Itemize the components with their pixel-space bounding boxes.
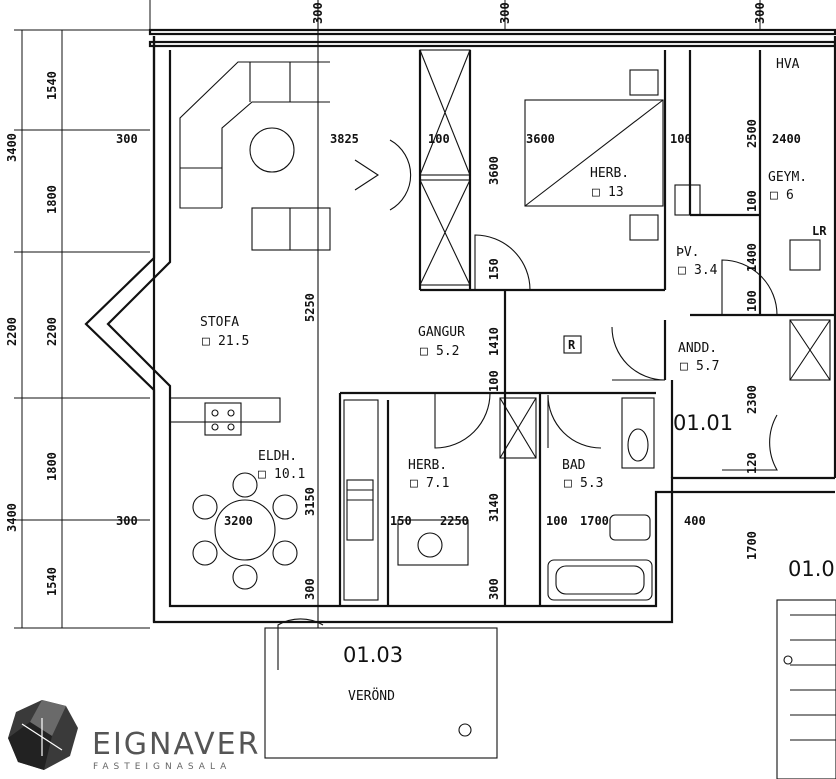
area-symbol-herb-bottom: □ bbox=[410, 476, 418, 491]
dining-table bbox=[192, 472, 298, 590]
dim-120: 120 bbox=[745, 452, 759, 474]
dim-100-b: 100 bbox=[670, 132, 692, 146]
dim-100-vertical: 100 bbox=[745, 190, 759, 212]
dim-top-300-c: 300 bbox=[753, 2, 767, 24]
kitchen-counter bbox=[169, 397, 379, 601]
dim-1400: 1400 bbox=[745, 243, 759, 272]
dim-3600-vertical: 3600 bbox=[487, 156, 501, 185]
sofa bbox=[179, 61, 331, 251]
dim-stofa-300: 300 bbox=[116, 132, 138, 146]
dim-2250: 2250 bbox=[440, 514, 469, 528]
dim-3140: 3140 bbox=[487, 493, 501, 522]
dim-left-2200-a: 2200 bbox=[5, 317, 19, 346]
dim-left-2200-b: 2200 bbox=[45, 317, 59, 346]
dim-2300: 2300 bbox=[745, 385, 759, 414]
room-name-geym: GEYM. bbox=[768, 170, 807, 185]
dim-left-1800-top: 1800 bbox=[45, 185, 59, 214]
dim-top-300-b: 300 bbox=[498, 2, 512, 24]
area-symbol-hv: □ bbox=[678, 263, 686, 278]
logo-name: EIGNAVER bbox=[92, 727, 260, 762]
dim-top-300-a: 300 bbox=[311, 2, 325, 24]
room-area-andd: 5.7 bbox=[696, 359, 719, 374]
dim-400: 400 bbox=[684, 514, 706, 528]
dim-1700-vertical: 1700 bbox=[745, 531, 759, 560]
room-area-geym: 6 bbox=[786, 188, 794, 203]
wardrobes bbox=[419, 49, 831, 459]
room-name-andd: ANDD. bbox=[678, 341, 717, 356]
bed bbox=[524, 69, 664, 241]
dim-left-3400-bottom: 3400 bbox=[5, 503, 19, 532]
dim-100-c: 100 bbox=[745, 290, 759, 312]
area-symbol-andd: □ bbox=[680, 359, 688, 374]
unit-number-main: 01.01 bbox=[673, 411, 733, 435]
dim-left-1540-bottom: 1540 bbox=[45, 567, 59, 596]
radiator-marker: R bbox=[568, 338, 576, 352]
dim-100-e: 100 bbox=[546, 514, 568, 528]
room-area-eldh: 10.1 bbox=[274, 467, 305, 482]
dim-150-b: 150 bbox=[390, 514, 412, 528]
radiator-marker-box bbox=[563, 335, 582, 354]
dim-150: 150 bbox=[487, 258, 501, 280]
dim-2400: 2400 bbox=[772, 132, 801, 146]
dim-2500: 2500 bbox=[745, 119, 759, 148]
dim-100-d: 100 bbox=[487, 370, 501, 392]
room-area-bad: 5.3 bbox=[580, 476, 603, 491]
room-name-gangur: GANGUR bbox=[418, 325, 465, 340]
room-name-hv: ÞV. bbox=[676, 245, 699, 260]
dim-left-1540-top: 1540 bbox=[45, 71, 59, 100]
room-name-verond: VERÖND bbox=[348, 687, 395, 704]
dim-eldh-300: 300 bbox=[116, 514, 138, 528]
room-area-herb-top: 13 bbox=[608, 185, 624, 200]
unit-number-terrace: 01.03 bbox=[343, 643, 403, 667]
eignaver-logo: EIGNAVER FASTEIGNASALA bbox=[8, 700, 260, 772]
terrace bbox=[264, 599, 836, 779]
room-name-herb-top: HERB. bbox=[590, 166, 629, 181]
dim-1410: 1410 bbox=[487, 327, 501, 356]
room-name-eldh: ELDH. bbox=[258, 449, 297, 464]
exterior-walls bbox=[84, 28, 836, 624]
bathroom-fixtures bbox=[397, 184, 821, 601]
left-dimension-rails bbox=[14, 29, 150, 629]
room-name-bad: BAD bbox=[562, 458, 586, 473]
room-area-stofa: 21.5 bbox=[218, 334, 249, 349]
dim-bottom-300-a: 300 bbox=[303, 578, 317, 600]
room-area-hv: 3.4 bbox=[694, 263, 718, 278]
area-symbol-geym: □ bbox=[770, 188, 778, 203]
dim-bottom-300-b: 300 bbox=[487, 578, 501, 600]
dim-3150: 3150 bbox=[303, 487, 317, 516]
room-name-stofa: STOFA bbox=[200, 315, 239, 330]
logo-tagline: FASTEIGNASALA bbox=[93, 762, 231, 772]
doors bbox=[277, 139, 778, 670]
dim-1700: 1700 bbox=[580, 514, 609, 528]
room-name-hva: HVA bbox=[776, 57, 800, 72]
dim-3600: 3600 bbox=[526, 132, 555, 146]
area-symbol-eldh: □ bbox=[258, 467, 266, 482]
top-dimension-ticks bbox=[149, 0, 761, 30]
dim-left-3400-top: 3400 bbox=[5, 133, 19, 162]
area-symbol-stofa: □ bbox=[202, 334, 210, 349]
area-symbol-bad: □ bbox=[564, 476, 572, 491]
dim-3200: 3200 bbox=[224, 514, 253, 528]
room-area-herb-bottom: 7.1 bbox=[426, 476, 449, 491]
area-symbol-gangur: □ bbox=[420, 344, 428, 359]
dim-5250: 5250 bbox=[303, 293, 317, 322]
room-name-herb-bottom: HERB. bbox=[408, 458, 447, 473]
room-area-gangur: 5.2 bbox=[436, 344, 459, 359]
dim-3825: 3825 bbox=[330, 132, 359, 146]
dim-left-1800-bottom: 1800 bbox=[45, 452, 59, 481]
area-symbol-herb-top: □ bbox=[592, 185, 600, 200]
dim-100-a: 100 bbox=[428, 132, 450, 146]
lr-marker: LR bbox=[812, 224, 827, 238]
unit-number-neighbor: 01.0 bbox=[788, 557, 835, 581]
